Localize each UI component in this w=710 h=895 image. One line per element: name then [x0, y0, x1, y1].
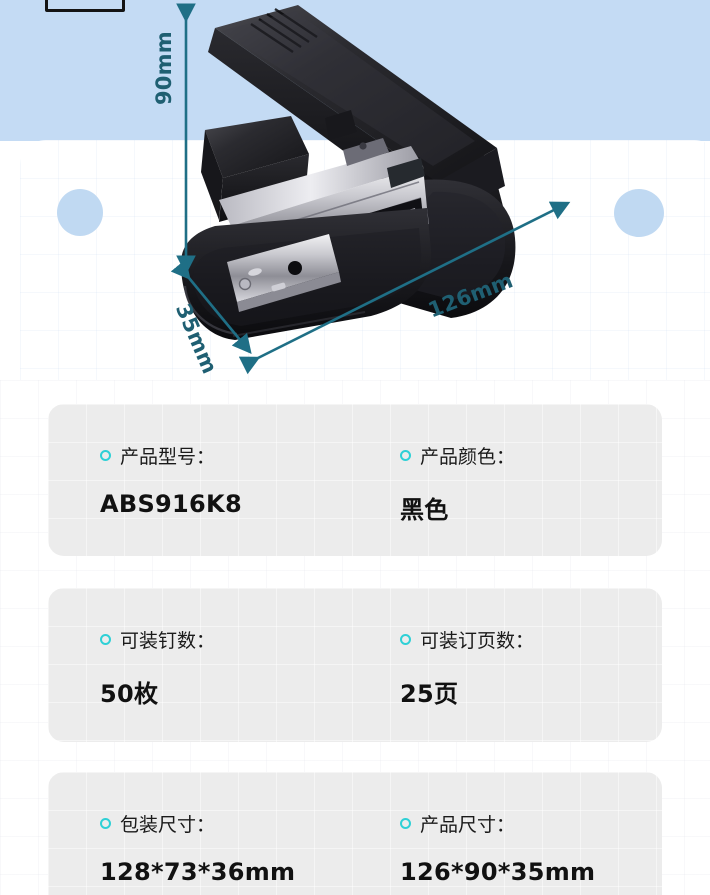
spec-label: 可装订页数： — [420, 630, 535, 652]
spec-card-sizes: 包装尺寸： 128*73*36mm 产品尺寸： 126*90*35mm — [48, 772, 662, 895]
spec-value: 128*73*36mm — [100, 858, 296, 886]
spec-cell-package-size: 包装尺寸： 128*73*36mm — [100, 772, 400, 895]
spec-value: 126*90*35mm — [400, 858, 596, 886]
spec-value: 25页 — [400, 680, 459, 708]
stapler-photo — [175, 0, 595, 380]
bullet-ring-icon — [100, 450, 111, 461]
spec-label: 包装尺寸： — [120, 814, 216, 836]
bullet-ring-icon — [400, 634, 411, 645]
dimension-label-height: 90mm — [152, 31, 176, 105]
spec-label-row: 产品颜色： — [400, 442, 515, 469]
cropped-image-frame — [45, 0, 125, 12]
decorative-dot-right — [614, 189, 664, 237]
spec-card-staples-pages: 可装钉数： 50枚 可装订页数： 25页 — [48, 588, 662, 742]
spec-value: 黑色 — [400, 496, 449, 524]
spec-label: 可装钉数： — [120, 630, 216, 652]
spec-label: 产品型号： — [120, 446, 216, 468]
spec-value: ABS916K8 — [100, 490, 242, 518]
bullet-ring-icon — [400, 818, 411, 829]
bullet-ring-icon — [400, 450, 411, 461]
spec-cell-product-size: 产品尺寸： 126*90*35mm — [400, 772, 660, 895]
spec-cell-page-capacity: 可装订页数： 25页 — [400, 588, 660, 742]
spec-label-row: 产品型号： — [100, 442, 215, 469]
spec-label-row: 可装订页数： — [400, 626, 534, 653]
spec-label-row: 包装尺寸： — [100, 810, 215, 837]
bullet-ring-icon — [100, 634, 111, 645]
decorative-dot-left — [57, 189, 103, 236]
spec-label-row: 产品尺寸： — [400, 810, 515, 837]
spec-label: 产品颜色： — [420, 446, 516, 468]
bullet-ring-icon — [100, 818, 111, 829]
spec-label-row: 可装钉数： — [100, 626, 215, 653]
spec-label: 产品尺寸： — [420, 814, 516, 836]
spec-cell-color: 产品颜色： 黑色 — [400, 404, 660, 556]
spec-card-model-color: 产品型号： ABS916K8 产品颜色： 黑色 — [48, 404, 662, 556]
spec-cell-model: 产品型号： ABS916K8 — [100, 404, 400, 556]
spec-value: 50枚 — [100, 680, 159, 708]
spec-cell-staple-capacity: 可装钉数： 50枚 — [100, 588, 400, 742]
